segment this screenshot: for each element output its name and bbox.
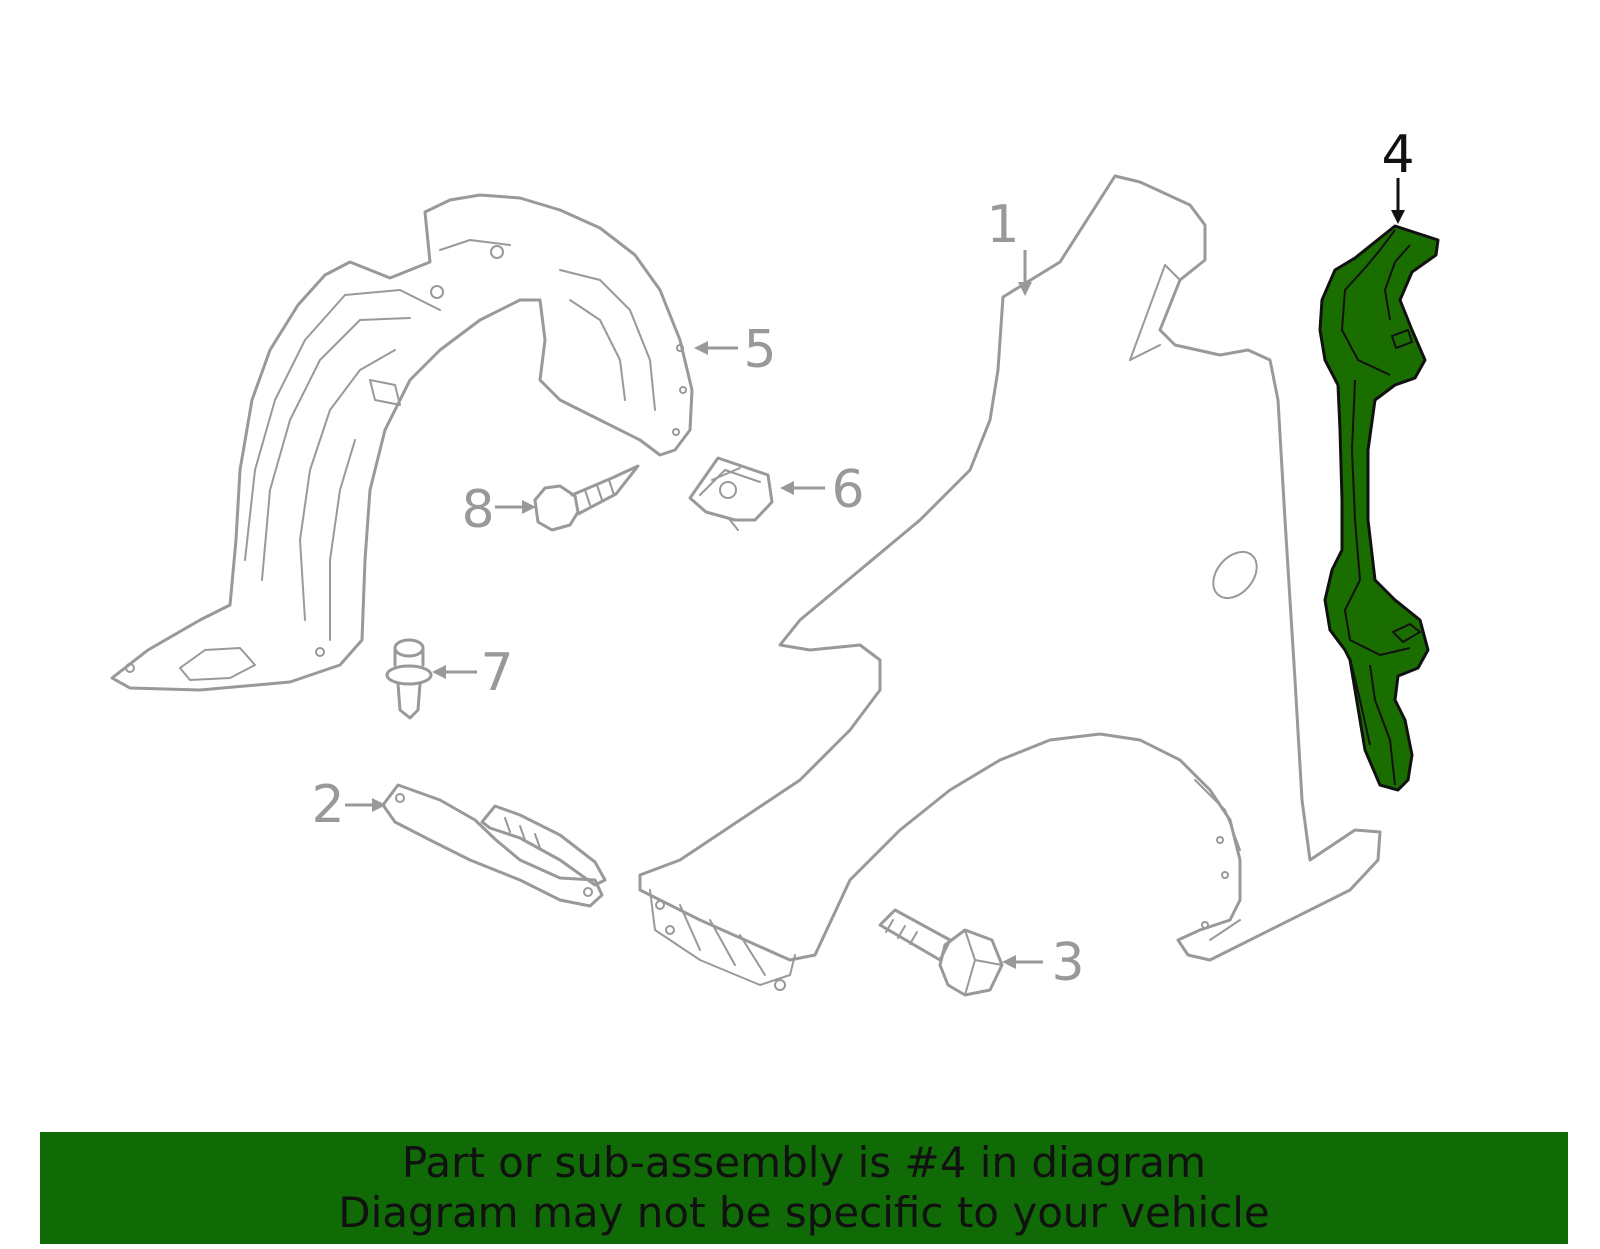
svg-text:6: 6 (831, 460, 864, 520)
part-5-fender-liner[interactable] (110, 193, 694, 692)
callout-7: 7 (432, 643, 514, 703)
svg-text:3: 3 (1051, 933, 1084, 993)
callout-2: 2 (311, 775, 386, 835)
info-banner: Part or sub-assembly is #4 in diagram Di… (40, 1132, 1568, 1244)
callout-8: 8 (461, 480, 536, 540)
svg-text:2: 2 (311, 775, 344, 835)
svg-text:5: 5 (743, 320, 776, 380)
part-1-front-fender[interactable] (638, 174, 1382, 991)
svg-text:4: 4 (1381, 125, 1414, 185)
callout-3: 3 (1002, 933, 1085, 993)
svg-text:8: 8 (461, 480, 494, 540)
svg-text:7: 7 (480, 643, 513, 703)
part-8-screw[interactable] (533, 464, 640, 532)
banner-line-1: Part or sub-assembly is #4 in diagram (401, 1138, 1207, 1187)
callout-4: 4 (1381, 125, 1415, 224)
callout-5: 5 (694, 320, 777, 380)
part-6-clip-nut[interactable] (688, 456, 774, 531)
part-7-push-clip[interactable] (385, 638, 433, 720)
callout-6: 6 (780, 460, 865, 520)
banner-line-2: Diagram may not be specific to your vehi… (338, 1188, 1270, 1237)
part-4-reinforcement-highlighted[interactable] (1318, 224, 1440, 792)
part-3-bolt[interactable] (878, 908, 1004, 997)
svg-text:1: 1 (986, 195, 1019, 255)
part-2-bracket[interactable] (381, 783, 607, 908)
callout-1: 1 (986, 195, 1032, 296)
